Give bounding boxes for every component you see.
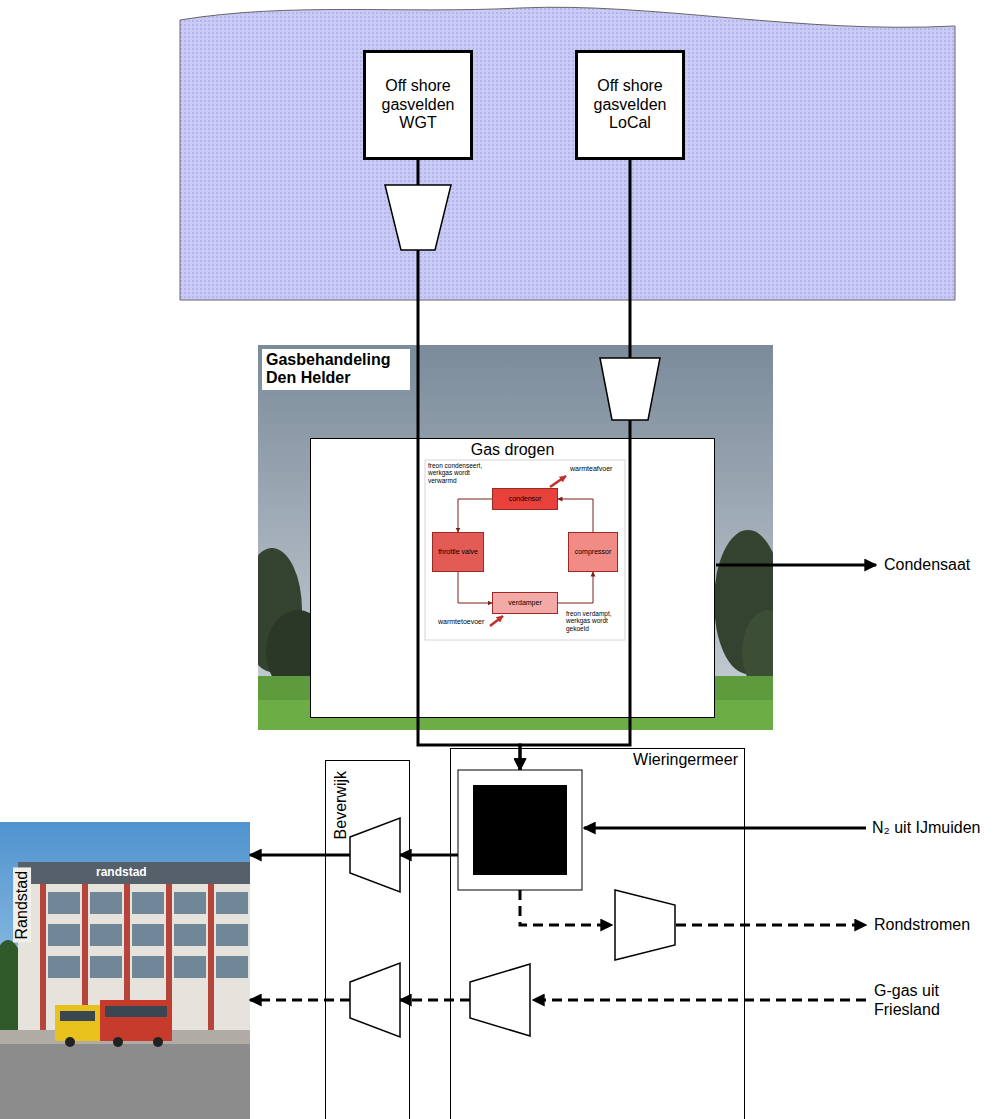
node-label: Randstad [13,868,31,943]
cycle-box: compressor [568,532,618,572]
cycle-box: condensor [492,488,558,510]
flow-line [458,499,492,532]
logo-text: randstad [96,865,147,879]
flow-label: N₂ uit IJmuiden [872,818,980,837]
compressor-symbol [385,185,451,250]
mixing-unit [473,785,567,875]
node-label: condensor [509,495,542,503]
process-box: Gas drogen condensor throttle valve compres… [310,438,715,718]
node-label: compressor [575,548,612,556]
photo-window [174,956,206,978]
heat-label: warmtetoevoer [438,618,484,626]
photo-window [132,924,164,946]
node-label: Off shore gasvelden LoCal [584,77,676,132]
flow-label: G-gas uit Friesland [874,981,984,1019]
compressor-symbol [350,963,400,1037]
node-label: Wieringermeer [633,751,738,769]
photo-bus [55,1005,100,1041]
photo-window [174,924,206,946]
outflow-arrow [716,564,876,567]
flow-line [458,572,492,603]
node-label: Gasbehandeling Den Helder [262,349,410,390]
photo-building [40,884,46,1040]
photo-window [216,924,248,946]
inflow-arrow [584,827,866,830]
flow-line [520,160,630,770]
node-label: Off shore gasvelden WGT [372,77,464,132]
photo-window [48,956,80,978]
photo-building [208,884,214,1040]
note-text: freon verdampt, werkgas wordt gekoeld [566,610,624,632]
compressor-symbol [470,964,530,1036]
node-label: verdamper [508,599,541,607]
photo-window [174,892,206,914]
dashed-flow [676,924,866,927]
photo-sky [0,822,250,1119]
photo-window [132,956,164,978]
box-ground [310,438,715,718]
flow-line [558,572,593,603]
photo-window [216,956,248,978]
note-text: freon condenseert, werkgas wordt verwarm… [428,462,492,484]
station-box: Beverwijk [325,760,410,1119]
photo-bus [60,1011,95,1021]
flow-line [558,499,593,532]
photo-wheel [65,1037,75,1047]
compressor-symbol [350,818,400,892]
heat-label: warmteafvoer [570,465,612,473]
photo-building [18,862,250,884]
cycle-box: throttle valve [432,532,484,572]
photo-bus [100,1000,172,1041]
cycle-box: verdamper [492,592,558,614]
flow-label: Condensaat [884,555,970,574]
photo-window [90,924,122,946]
plant-photo-area: Gasbehandeling Den HelderGas drogen conde… [258,345,773,730]
den-helder-photo [258,345,773,730]
cycle-panel [425,460,625,640]
photo-window [90,956,122,978]
photo-bus [105,1006,167,1017]
node-label: Gas drogen [311,441,714,459]
compressor-symbol [600,358,660,420]
heat-arrow [490,616,503,626]
gasfield-box: Off shore gasvelden WGT [363,50,473,160]
photo-window [132,892,164,914]
photo-window [216,892,248,914]
photo-building [18,862,250,1040]
mixing-unit-frame [458,770,582,890]
photo-window [90,892,122,914]
flow-line [250,854,350,857]
compressor-symbol [615,890,675,960]
photo-sky [258,345,773,730]
flow-label: Rondstromen [874,915,970,934]
dashed-flow-line [400,999,470,1002]
gasfield-box: Off shore gasvelden LoCal [575,50,685,160]
photo-window [48,892,80,914]
dashed-flow [520,890,612,925]
photo-road [0,1044,250,1119]
dashed-flow [533,999,866,1002]
heat-arrow [550,476,566,487]
photo-wheel [153,1037,163,1047]
node-label: throttle valve [438,548,478,556]
photo-wheel [113,1037,123,1047]
flow-line [418,160,520,770]
randstad-photo [0,822,250,1119]
sea-area [180,7,955,300]
photo-window [48,924,80,946]
station-box: Wieringermeer [450,748,745,1119]
node-label: Beverwijk [332,771,350,839]
dashed-flow-line [250,999,350,1002]
